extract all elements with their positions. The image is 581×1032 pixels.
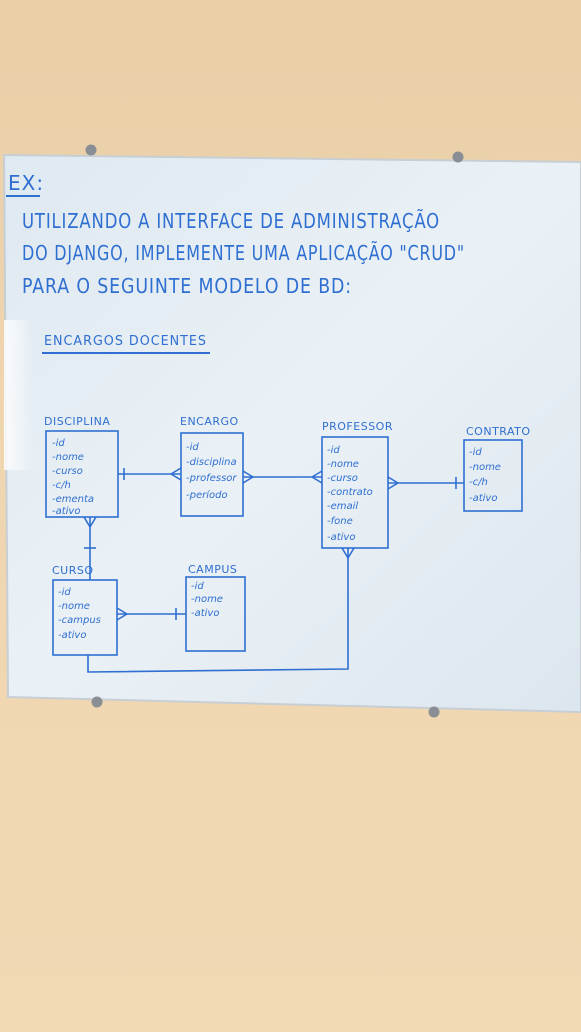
entity-attr: -professor — [186, 473, 237, 484]
entity-attr: -id — [469, 447, 482, 458]
entity-attr: -ativo — [327, 532, 355, 543]
rel-disciplina-encargo — [118, 467, 182, 481]
mount-screw-bottom-right — [428, 706, 440, 718]
ex-label: EX: — [8, 171, 44, 195]
entity-attr: -ativo — [469, 493, 497, 504]
entity-attr: -disciplina — [186, 457, 237, 468]
entity-curso: CURSO -id -nome -campus -ativo — [52, 564, 118, 656]
entity-attr: -contrato — [327, 487, 373, 498]
rel-curso-campus — [116, 607, 186, 621]
entity-attr: -id — [191, 581, 204, 592]
entity-title: CURSO — [52, 564, 94, 577]
entity-attr: -fone — [327, 516, 353, 527]
entity-attr: -ativo — [191, 608, 219, 619]
mount-screw-bottom-left — [91, 696, 103, 708]
entity-attr: -período — [186, 489, 228, 501]
entity-attr: -email — [327, 501, 358, 512]
entity-attr: -ementa — [52, 494, 94, 505]
mount-screw-top-right — [452, 151, 464, 163]
entity-encargo: ENCARGO -id -disciplina -professor -perí… — [180, 415, 244, 517]
entity-attr: -c/h — [469, 477, 488, 488]
entity-attr: -id — [58, 587, 71, 598]
entity-attr: -nome — [469, 462, 501, 473]
entity-attr: -ativo — [58, 630, 86, 641]
entity-disciplina: DISCIPLINA -id -nome -curso -c/h -ementa… — [44, 415, 119, 518]
section-heading: ENCARGOS DOCENTES — [44, 334, 207, 349]
entity-title: ENCARGO — [180, 415, 239, 428]
entity-attr: -nome — [58, 601, 90, 612]
entity-title: DISCIPLINA — [44, 415, 110, 428]
entity-attr: -curso — [52, 466, 83, 477]
entity-attr: -id — [186, 442, 199, 453]
entity-title: PROFESSOR — [322, 420, 393, 433]
rel-curso-professor — [87, 547, 355, 673]
entity-attr: -campus — [58, 615, 101, 626]
window-reflection — [4, 320, 34, 470]
task-line-2: DO DJANGO, IMPLEMENTE UMA APLICAÇÃO "CRU… — [22, 241, 465, 265]
task-line-3: PARA O SEGUINTE MODELO DE BD: — [22, 274, 352, 298]
entity-attr: -id — [327, 445, 340, 456]
task-line-1: UTILIZANDO A INTERFACE DE ADMINISTRAÇÃO — [22, 209, 440, 233]
entity-attr: -c/h — [52, 480, 71, 491]
mount-screw-top-left — [85, 144, 97, 156]
entity-attr: -nome — [52, 452, 84, 463]
board-mounts — [85, 144, 464, 718]
whiteboard — [2, 153, 581, 714]
entity-contrato: CONTRATO -id -nome -c/h -ativo — [463, 425, 531, 512]
rel-professor-contrato — [387, 476, 464, 490]
entity-professor: PROFESSOR -id -nome -curso -contrato -em… — [321, 420, 393, 549]
entity-attr: -id — [52, 438, 65, 449]
entity-attr: -ativo — [52, 506, 80, 517]
entity-attr: -nome — [191, 594, 223, 605]
entity-attr: -curso — [327, 473, 358, 484]
rel-encargo-professor — [242, 470, 323, 484]
entity-attr: -nome — [327, 459, 359, 470]
er-diagram: DISCIPLINA -id -nome -curso -c/h -ementa… — [44, 415, 531, 673]
entity-title: CONTRATO — [466, 425, 531, 438]
entity-title: CAMPUS — [188, 563, 237, 576]
task-text: EX: UTILIZANDO A INTERFACE DE ADMINISTRA… — [6, 171, 465, 354]
rel-disciplina-curso — [83, 516, 97, 580]
